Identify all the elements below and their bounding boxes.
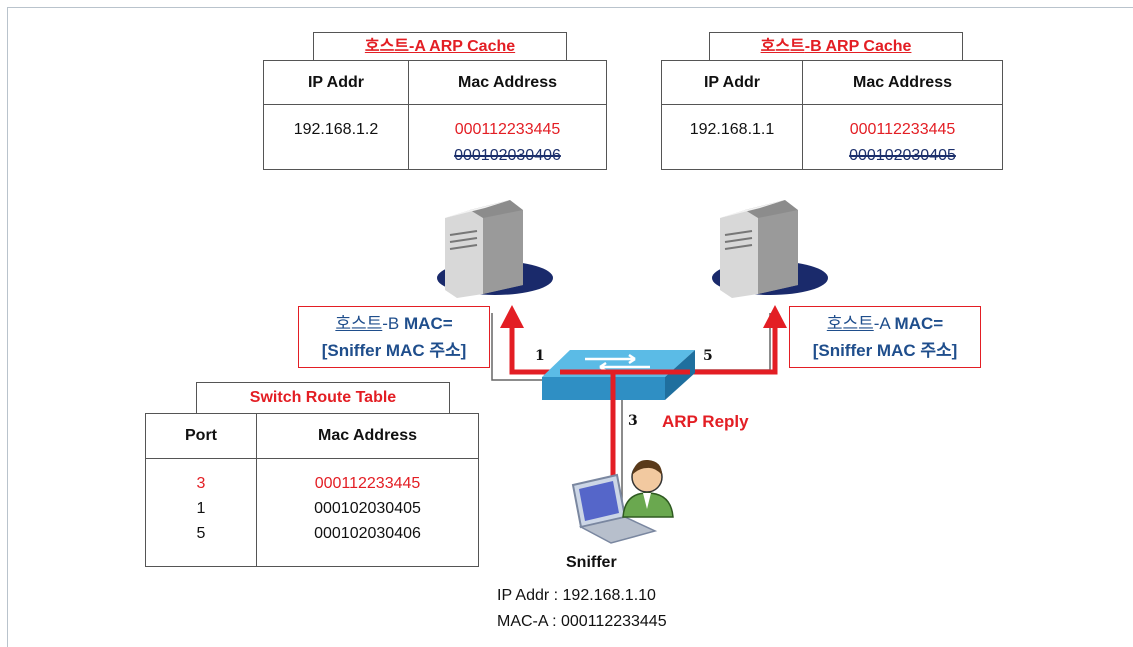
hostB-title-prefix: 호스트 <box>760 38 805 55</box>
hostA-arp-table: IP Addr Mac Address 192.168.1.2 00011223… <box>263 60 607 170</box>
route-table-title: Switch Route Table <box>196 382 450 413</box>
hostB-arp-table: IP Addr Mac Address 192.168.1.1 00011223… <box>661 60 1003 170</box>
callout-hostB-mac: 호스트-B MAC= [Sniffer MAC 주소] <box>298 306 490 368</box>
route-mac: 000102030405 <box>256 496 479 521</box>
route-port: 1 <box>145 496 257 521</box>
route-mac: 000102030406 <box>256 521 479 567</box>
sniffer-mac: MAC-A : 000112233445 <box>497 613 667 630</box>
sniffer-ip: IP Addr : 192.168.1.10 <box>497 587 656 604</box>
link-hostA <box>491 313 545 381</box>
hostB-mac-new: 000112233445 <box>849 121 956 138</box>
callout-right-rest: -A <box>873 314 895 333</box>
callout-right-line2: [Sniffer MAC 주소] <box>812 341 958 360</box>
hostB-ip: 192.168.1.1 <box>661 104 803 170</box>
route-port: 5 <box>145 521 257 567</box>
route-port: 3 <box>145 458 257 496</box>
arp-reply-label: ARP Reply <box>662 412 749 431</box>
hostA-mac-old: 000102030406 <box>454 147 561 164</box>
hostB-title-suffix: -B ARP Cache <box>804 38 912 55</box>
callout-right-line1: 호스트-A MAC= <box>790 310 980 337</box>
table-row: 1 000102030405 <box>145 496 479 521</box>
hostA-title-prefix: 호스트 <box>364 38 410 55</box>
hostA-mac-cell: 000112233445 000102030406 <box>408 104 607 170</box>
callout-left-rest: -B <box>382 314 404 333</box>
port-1-label: 1 <box>535 348 545 364</box>
hostA-mac-new: 000112233445 <box>454 121 561 138</box>
callout-hostA-mac: 호스트-A MAC= [Sniffer MAC 주소] <box>789 306 981 368</box>
hostA-title-suffix: -A ARP Cache <box>409 38 516 55</box>
hostB-col-ip: IP Addr <box>661 60 803 105</box>
diagram-frame <box>7 7 1133 647</box>
hostB-mac-old: 000102030405 <box>849 147 956 164</box>
hostB-cache-title: 호스트-B ARP Cache <box>709 32 963 60</box>
table-row: 5 000102030406 <box>145 521 479 567</box>
arrowhead-right <box>763 305 787 328</box>
hostB-mac-cell: 000112233445 000102030405 <box>802 104 1003 170</box>
hostA-ip: 192.168.1.2 <box>263 104 409 170</box>
server-icon <box>437 200 553 298</box>
route-col-mac: Mac Address <box>256 413 479 459</box>
callout-right-host: 호스트 <box>826 314 874 333</box>
laptop-user-icon <box>571 459 674 544</box>
arrowhead-left <box>500 305 524 328</box>
callout-left-bold: MAC= <box>404 314 453 333</box>
hostB-col-mac: Mac Address <box>802 60 1003 105</box>
server-icon <box>712 200 828 298</box>
port-3-label: 3 <box>628 413 638 429</box>
route-mac: 000112233445 <box>256 458 479 496</box>
table-row: 3 000112233445 <box>145 458 479 496</box>
route-col-port: Port <box>145 413 257 459</box>
switch-route-table: Port Mac Address 3 000112233445 1 000102… <box>145 413 479 567</box>
callout-right-bold: MAC= <box>894 314 944 333</box>
hostA-cache-title: 호스트-A ARP Cache <box>313 32 567 60</box>
port-5-label: 5 <box>703 348 713 364</box>
callout-left-host: 호스트 <box>335 314 383 333</box>
sniffer-name: Sniffer <box>566 554 617 571</box>
callout-left-line1: 호스트-B MAC= <box>299 310 489 337</box>
callout-left-line2: [Sniffer MAC 주소] <box>321 341 467 360</box>
